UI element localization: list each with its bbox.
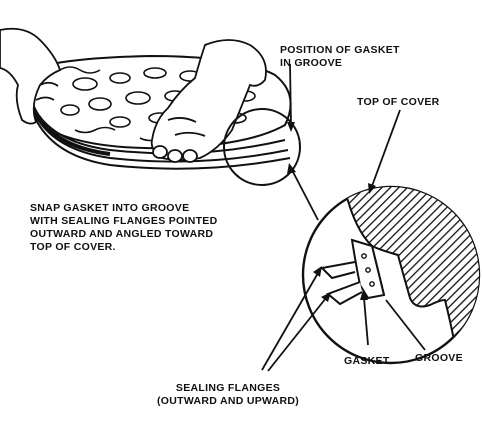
label-position-of-gasket: POSITION OF GASKET IN GROOVE [280, 44, 400, 70]
label-sealing-flanges: SEALING FLANGES (OUTWARD AND UPWARD) [157, 382, 299, 408]
label-position-line2: IN GROOVE [280, 57, 400, 70]
detail-circle [303, 180, 480, 380]
instruction-line2: WITH SEALING FLANGES POINTED [30, 215, 217, 228]
instruction-text: SNAP GASKET INTO GROOVE WITH SEALING FLA… [30, 202, 217, 254]
label-top-of-cover: TOP OF COVER [357, 96, 440, 109]
label-position-line1: POSITION OF GASKET [280, 44, 400, 57]
instruction-line3: OUTWARD AND ANGLED TOWARD [30, 228, 217, 241]
cover-illustration [0, 29, 291, 169]
label-gasket: GASKET [344, 355, 390, 368]
label-flanges-line2: (OUTWARD AND UPWARD) [157, 395, 299, 408]
instruction-line4: TOP OF COVER. [30, 241, 217, 254]
label-flanges-line1: SEALING FLANGES [157, 382, 299, 395]
instruction-line1: SNAP GASKET INTO GROOVE [30, 202, 217, 215]
label-groove: GROOVE [415, 352, 463, 365]
